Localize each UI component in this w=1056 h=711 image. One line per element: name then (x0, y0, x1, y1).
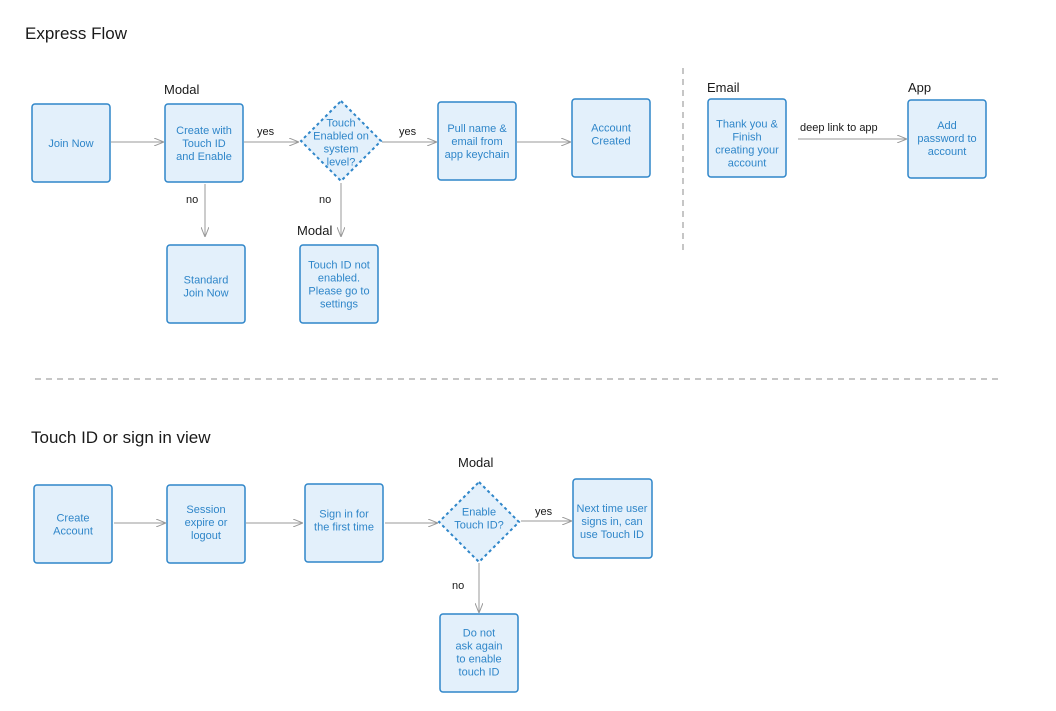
node-label-line: Add (937, 120, 957, 132)
node-label-line: Touch (326, 118, 355, 130)
node-label-line: Created (591, 136, 630, 148)
node-label-line: Create with (176, 125, 232, 137)
node-join-now: Join Now (31, 103, 111, 183)
edge-label-touch-yes: yes (399, 126, 417, 138)
node-label-line: level? (327, 157, 356, 169)
node-label-line: and Enable (176, 151, 232, 163)
node-label-line: Touch ID (182, 138, 225, 150)
node-label-line: Join Now (183, 288, 228, 300)
edge-label-enable-yes: yes (535, 506, 553, 518)
node-label-line: settings (320, 299, 358, 311)
label-modal-not-enabled: Modal (297, 223, 333, 238)
node-label-line: logout (191, 530, 221, 542)
node-label-line: ask again (455, 641, 502, 653)
node-label-line: Next time user (577, 503, 648, 515)
node-label-line: email from (451, 136, 502, 148)
node-label-line: Please go to (308, 286, 369, 298)
heading-express-flow: Express Flow (25, 24, 128, 43)
node-label-line: Do not (463, 628, 495, 640)
node-label-line: Create (56, 513, 89, 525)
node-label-line: to enable (456, 654, 501, 666)
node-label-line: touch ID (459, 667, 500, 679)
node-label-line: Pull name & (447, 123, 507, 135)
label-app: App (908, 80, 931, 95)
node-label-line: Finish (732, 132, 761, 144)
node-label-line: Account (591, 123, 631, 135)
node-label-line: creating your (715, 145, 779, 157)
heading-touch-id-view: Touch ID or sign in view (31, 428, 211, 447)
node-label: Join Now (48, 138, 93, 150)
label-modal-create: Modal (164, 82, 200, 97)
node-label-line: use Touch ID (580, 529, 644, 541)
node-label-line: Session (186, 504, 225, 516)
node-label-line: system (324, 144, 359, 156)
label-email: Email (707, 80, 740, 95)
node-label-line: account (928, 146, 967, 158)
node-label-line: Sign in for (319, 509, 369, 521)
node-label-line: Join Now (48, 138, 93, 150)
node-label-line: the first time (314, 522, 374, 534)
node-label-line: Touch ID? (454, 520, 504, 532)
edge-label-touch-no: no (319, 194, 331, 206)
label-modal-enable: Modal (458, 455, 494, 470)
node-label-line: Account (53, 526, 93, 538)
node-label-line: Thank you & (716, 119, 778, 131)
node-label-line: enabled. (318, 273, 360, 285)
node-label-line: expire or (185, 517, 228, 529)
node-label-line: signs in, can (581, 516, 642, 528)
node-label-line: Enabled on (313, 131, 369, 143)
node-label-line: Enable (462, 507, 496, 519)
edge-label-create-no: no (186, 194, 198, 206)
node-label-line: app keychain (445, 149, 510, 161)
edge-label-enable-no: no (452, 580, 464, 592)
node-label-line: password to (917, 133, 976, 145)
node-label-line: Touch ID not (308, 260, 370, 272)
edge-label-create-yes: yes (257, 126, 275, 138)
node-label-line: account (728, 158, 767, 170)
node-label-line: Standard (184, 275, 229, 287)
edge-label-deep-link: deep link to app (800, 122, 878, 134)
